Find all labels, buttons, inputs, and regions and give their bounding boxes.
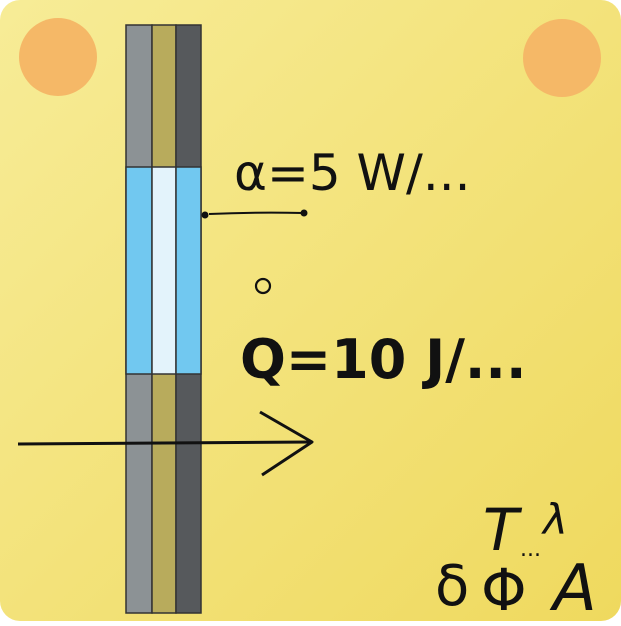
alpha-connector: [201, 209, 308, 219]
symbol-T: T: [483, 496, 523, 564]
window-pane-right: [175, 166, 202, 375]
window-section: [125, 166, 202, 375]
arrow-shaft: [17, 440, 313, 446]
symbol-delta: δ: [435, 554, 469, 619]
corner-dot-right: [523, 19, 601, 97]
window-pane-left: [125, 166, 153, 375]
connector-end-right: [300, 209, 308, 217]
arrow-head: [259, 410, 314, 477]
symbol-dots: ...: [520, 537, 541, 562]
connector-end-left: [201, 211, 209, 219]
q-dot-icon: [254, 277, 272, 295]
window-pane-middle: [151, 166, 177, 375]
symbol-A: A: [549, 552, 597, 621]
corner-dot-left: [19, 18, 97, 96]
symbol-lambda: λ: [541, 495, 568, 544]
symbol-cluster: T λ ... δ Φ A: [435, 495, 597, 626]
right-arrow-icon: [17, 410, 314, 477]
symbol-phi: Φ: [481, 556, 527, 621]
alpha-label: α=5 W/...: [234, 144, 471, 202]
qdot-label: Q=10 J/...: [240, 328, 526, 391]
connector-line: [208, 211, 304, 215]
